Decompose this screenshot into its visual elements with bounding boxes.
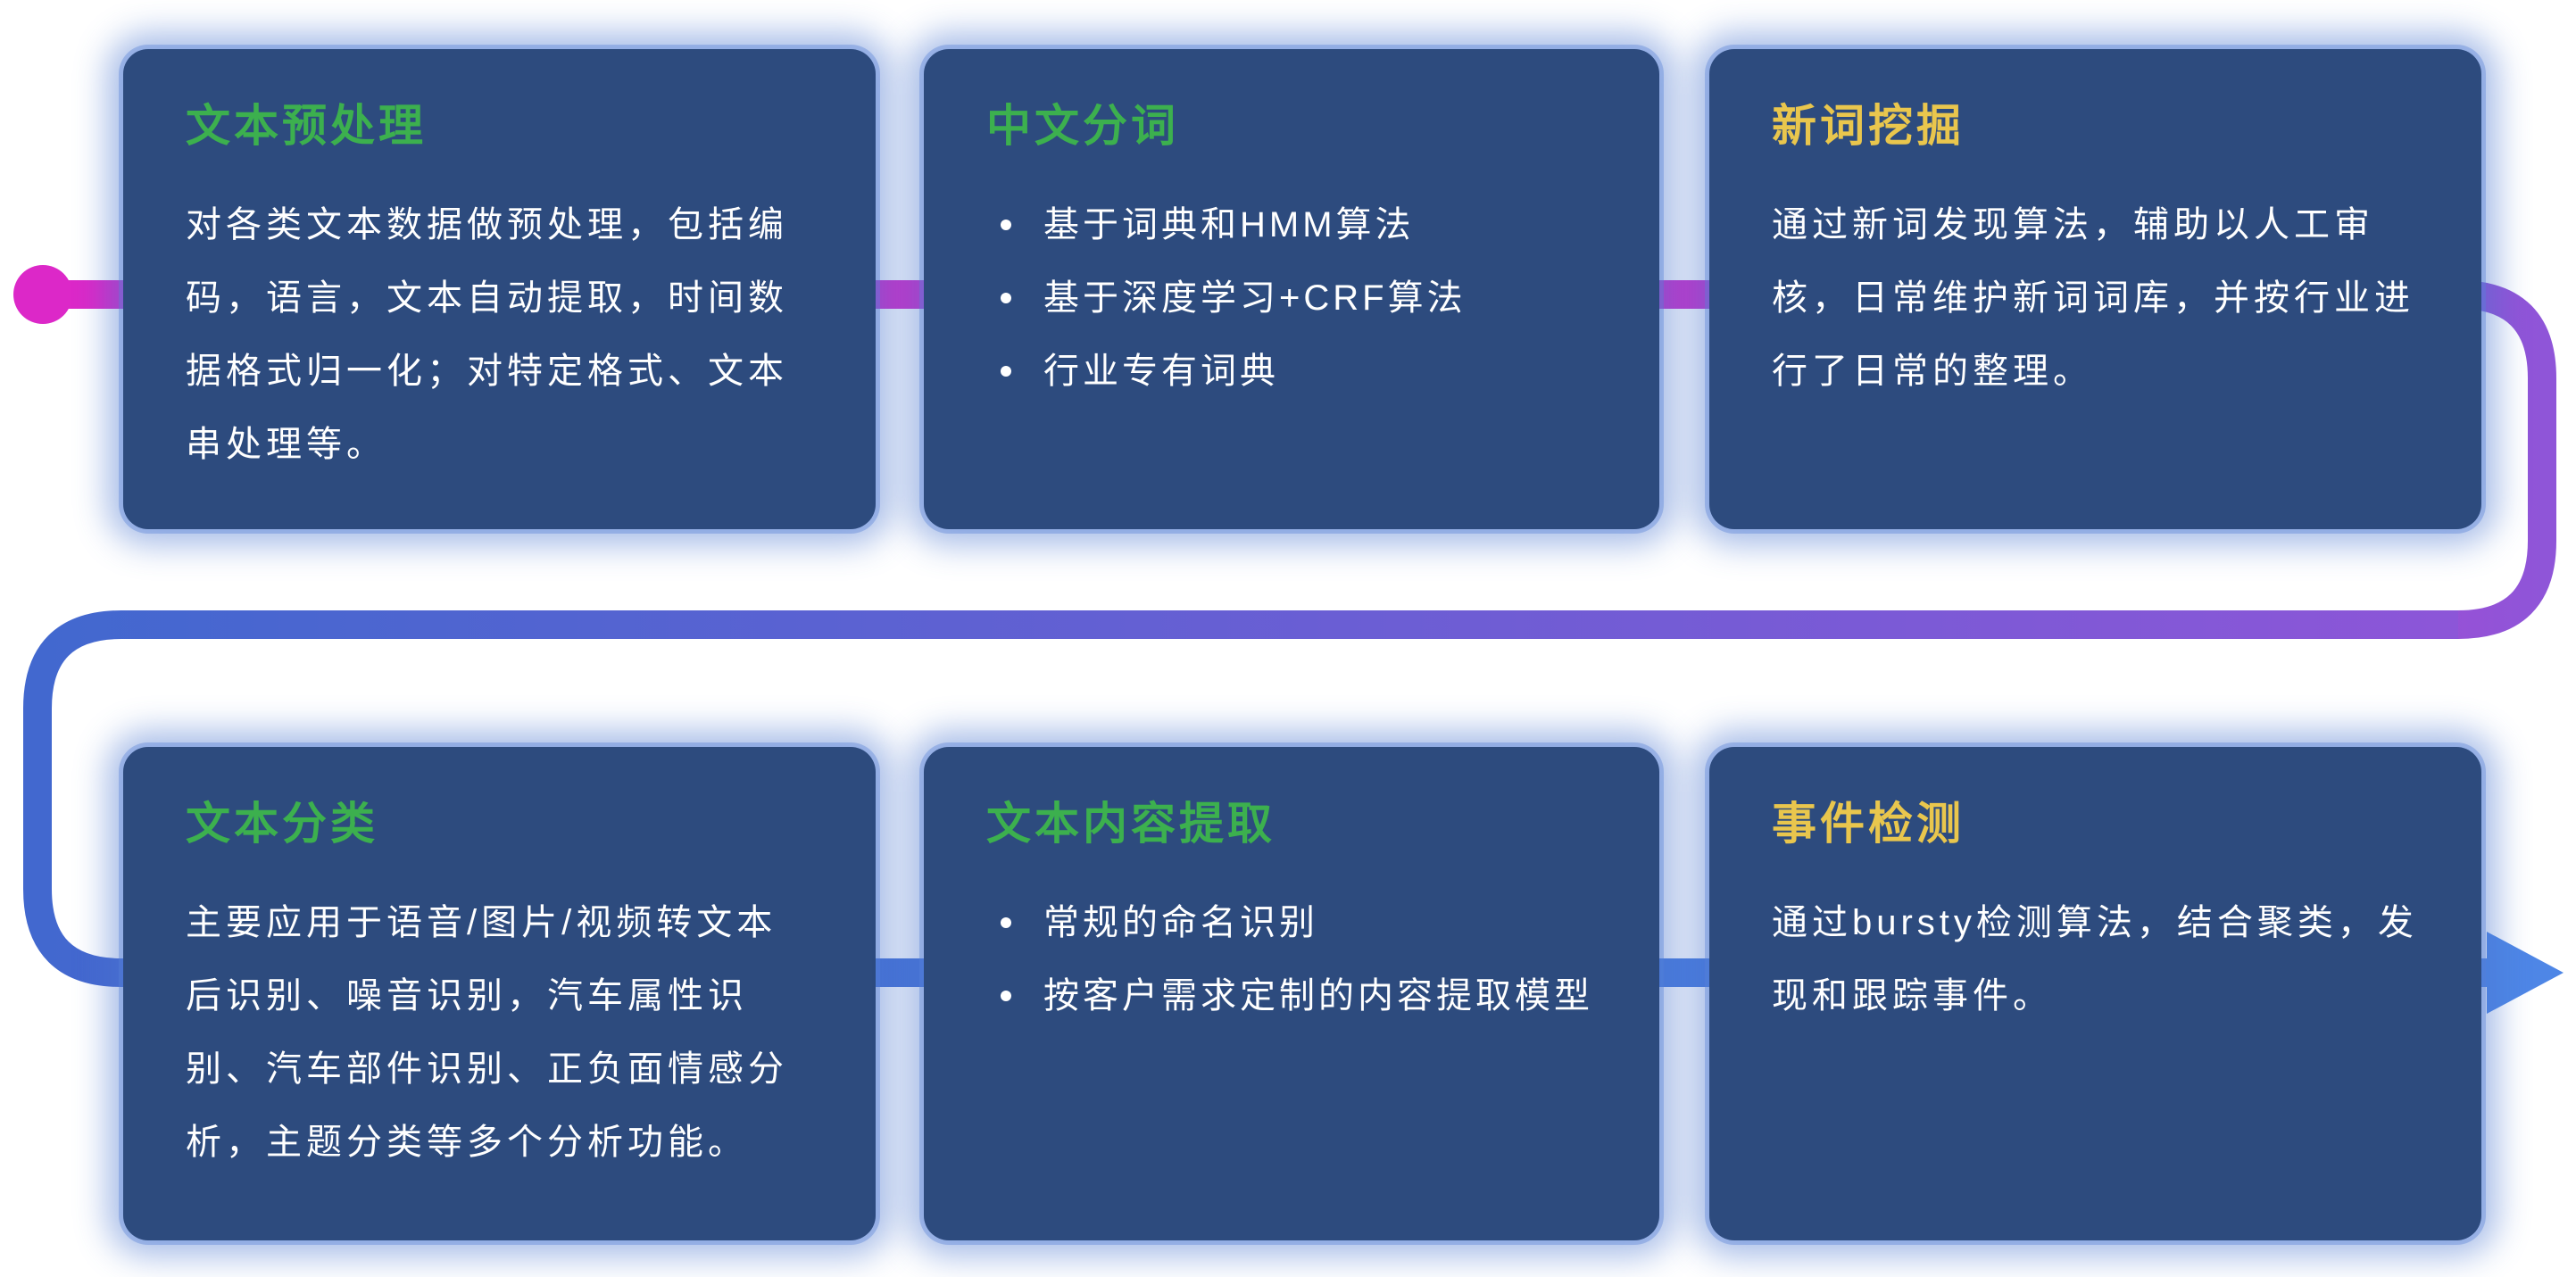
card-new-word-mining: 新词挖掘 通过新词发现算法，辅助以人工审核，日常维护新词词库，并按行业进行了日常… [1709, 49, 2481, 529]
flow-segment-middle [23, 610, 2458, 987]
card-text-classification: 文本分类 主要应用于语音/图片/视频转文本后识别、噪音识别，汽车属性识别、汽车部… [123, 747, 876, 1240]
bullet-text: 常规的命名识别 [1043, 903, 1318, 942]
card-title: 事件检测 [1772, 799, 1965, 849]
bullet-icon [1001, 366, 1011, 377]
flow-end-arrow-icon [2487, 932, 2564, 1014]
bullet-item: 基于词典和HMM算法 [986, 188, 1597, 261]
card-title: 文本内容提取 [986, 799, 1276, 849]
card-body: 对各类文本数据做预处理，包括编码，语言，文本自动提取，时间数据格式归一化；对特定… [186, 205, 788, 464]
bullet-text: 基于深度学习+CRF算法 [1043, 278, 1467, 318]
card-title: 中文分词 [986, 101, 1179, 151]
card-text-preprocessing: 文本预处理 对各类文本数据做预处理，包括编码，语言，文本自动提取，时间数据格式归… [123, 49, 876, 529]
bullet-item: 基于深度学习+CRF算法 [986, 261, 1597, 335]
bullet-icon [1001, 293, 1011, 303]
card-chinese-word-segmentation: 中文分词 基于词典和HMM算法 基于深度学习+CRF算法 行业专有词典 [924, 49, 1659, 529]
card-title: 文本分类 [186, 799, 378, 849]
card-body: 通过bursty检测算法，结合聚类，发现和跟踪事件。 [1772, 903, 2418, 1016]
bullet-text: 基于词典和HMM算法 [1043, 205, 1415, 245]
bullet-icon [1001, 917, 1011, 928]
bullet-text: 按客户需求定制的内容提取模型 [1043, 976, 1593, 1016]
card-title: 文本预处理 [186, 101, 427, 151]
bullet-icon [1001, 991, 1011, 1001]
bullet-text: 行业专有词典 [1043, 352, 1279, 391]
card-body: 主要应用于语音/图片/视频转文本后识别、噪音识别，汽车属性识别、汽车部件识别、正… [186, 903, 788, 1162]
card-text-content-extraction: 文本内容提取 常规的命名识别 按客户需求定制的内容提取模型 [924, 747, 1659, 1240]
card-body: 通过新词发现算法，辅助以人工审核，日常维护新词词库，并按行业进行了日常的整理。 [1772, 205, 2414, 391]
card-event-detection: 事件检测 通过bursty检测算法，结合聚类，发现和跟踪事件。 [1709, 747, 2481, 1240]
flow-segment-top [43, 280, 2556, 639]
bullet-list: 常规的命名识别 按客户需求定制的内容提取模型 [986, 886, 1597, 1032]
bullet-list: 基于词典和HMM算法 基于深度学习+CRF算法 行业专有词典 [986, 188, 1597, 408]
card-title: 新词挖掘 [1772, 101, 1965, 151]
flow-start-dot-icon [13, 265, 72, 324]
bullet-item: 按客户需求定制的内容提取模型 [986, 959, 1597, 1032]
bullet-item: 常规的命名识别 [986, 886, 1597, 959]
bullet-icon [1001, 220, 1011, 230]
bullet-item: 行业专有词典 [986, 335, 1597, 408]
